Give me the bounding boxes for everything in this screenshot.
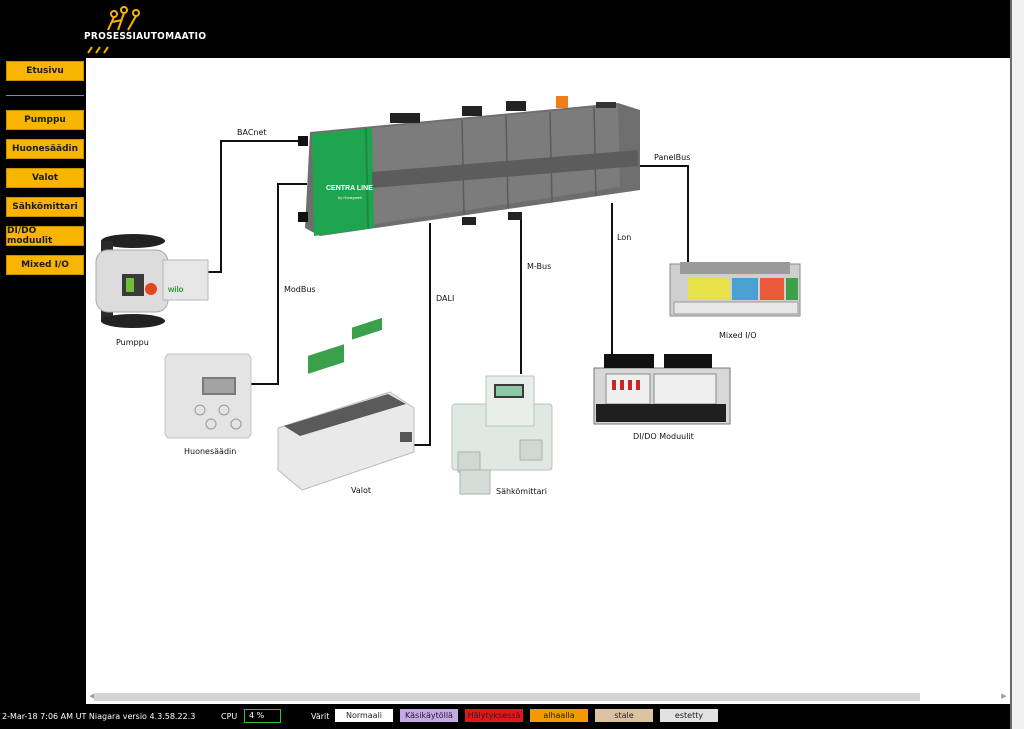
- nav-button-sahkomittari[interactable]: Sähkömittari: [6, 197, 84, 217]
- bus-label-mbus: M-Bus: [527, 262, 552, 271]
- nav-button-dido-moduulit[interactable]: DI/DO moduulit: [6, 226, 84, 246]
- logo-text: PROSESSIAUTOMAATIO: [84, 31, 207, 42]
- dali-line: [412, 223, 431, 446]
- cpu-value: 4 %: [244, 709, 281, 723]
- modbus-line: [249, 183, 307, 385]
- legend-normaali: Normaali: [335, 709, 393, 722]
- energy-meter-icon: [451, 375, 553, 495]
- network-diagram: CENTRA LINE by Honeywell wilo: [95, 96, 801, 495]
- legend-kasikaytolla: Käsikäytöllä: [400, 709, 458, 722]
- panelbus-line: [638, 165, 689, 268]
- centraline-controller-icon: CENTRA LINE by Honeywell: [298, 96, 640, 236]
- nav-button-pumppu[interactable]: Pumppu: [6, 110, 84, 130]
- svg-text:CENTRA LINE: CENTRA LINE: [326, 185, 373, 192]
- device-label-pumppu: Pumppu: [116, 338, 149, 347]
- bus-label-bacnet: BACnet: [237, 128, 267, 137]
- legend-stale: stale: [595, 709, 653, 722]
- nav-button-mixed-io[interactable]: Mixed I/O: [6, 255, 84, 275]
- sidebar: Etusivu Pumppu Huonesäädin Valot Sähkömi…: [0, 58, 86, 704]
- sidebar-divider: [6, 95, 84, 96]
- scroll-right-arrow-icon[interactable]: ▶: [1001, 693, 1007, 700]
- device-label-sahkomittari: Sähkömittari: [496, 487, 547, 496]
- legend-halytyksessa: Hälytyksessä: [465, 709, 523, 722]
- room-controller-icon: [164, 353, 252, 439]
- status-timestamp: 2-Mar-18 7:06 AM UT Niagara versio 4.3.5…: [2, 712, 196, 721]
- window-right-edge: [1010, 0, 1024, 729]
- legend-estetty: estetty: [660, 709, 718, 722]
- pump-icon: wilo: [95, 234, 209, 328]
- bus-label-modbus: ModBus: [284, 285, 316, 294]
- device-label-huonesaadin: Huonesäädin: [184, 447, 237, 456]
- bacnet-line: [208, 140, 300, 273]
- nav-button-huonesaadin[interactable]: Huonesäädin: [6, 139, 84, 159]
- status-bar: 2-Mar-18 7:06 AM UT Niagara versio 4.3.5…: [0, 704, 1010, 729]
- device-label-dido-moduulit: DI/DO Moduulit: [633, 432, 694, 441]
- bus-label-lon: Lon: [617, 233, 632, 242]
- logo-graphic-icon: [87, 6, 140, 54]
- legend-alhaalla: alhaalla: [530, 709, 588, 722]
- dido-module-icon: [593, 354, 731, 425]
- device-label-mixed-io: Mixed I/O: [719, 331, 757, 340]
- bus-label-panelbus: PanelBus: [654, 153, 691, 162]
- nav-button-etusivu[interactable]: Etusivu: [6, 61, 84, 81]
- colors-label: Värit: [311, 712, 330, 721]
- horizontal-scrollbar[interactable]: [94, 693, 920, 701]
- mixed-io-module-icon: [669, 262, 801, 317]
- bus-label-dali: DALI: [436, 294, 455, 303]
- nav-button-valot[interactable]: Valot: [6, 168, 84, 188]
- svg-text:wilo: wilo: [167, 285, 184, 294]
- device-label-valot: Valot: [351, 486, 372, 495]
- header-bar: PROSESSIAUTOMAATIO: [0, 0, 1010, 58]
- scroll-left-arrow-icon[interactable]: ◀: [89, 693, 95, 700]
- svg-text:by Honeywell: by Honeywell: [338, 195, 362, 200]
- cpu-label: CPU: [221, 712, 238, 721]
- lights-controller-icon: [277, 317, 415, 491]
